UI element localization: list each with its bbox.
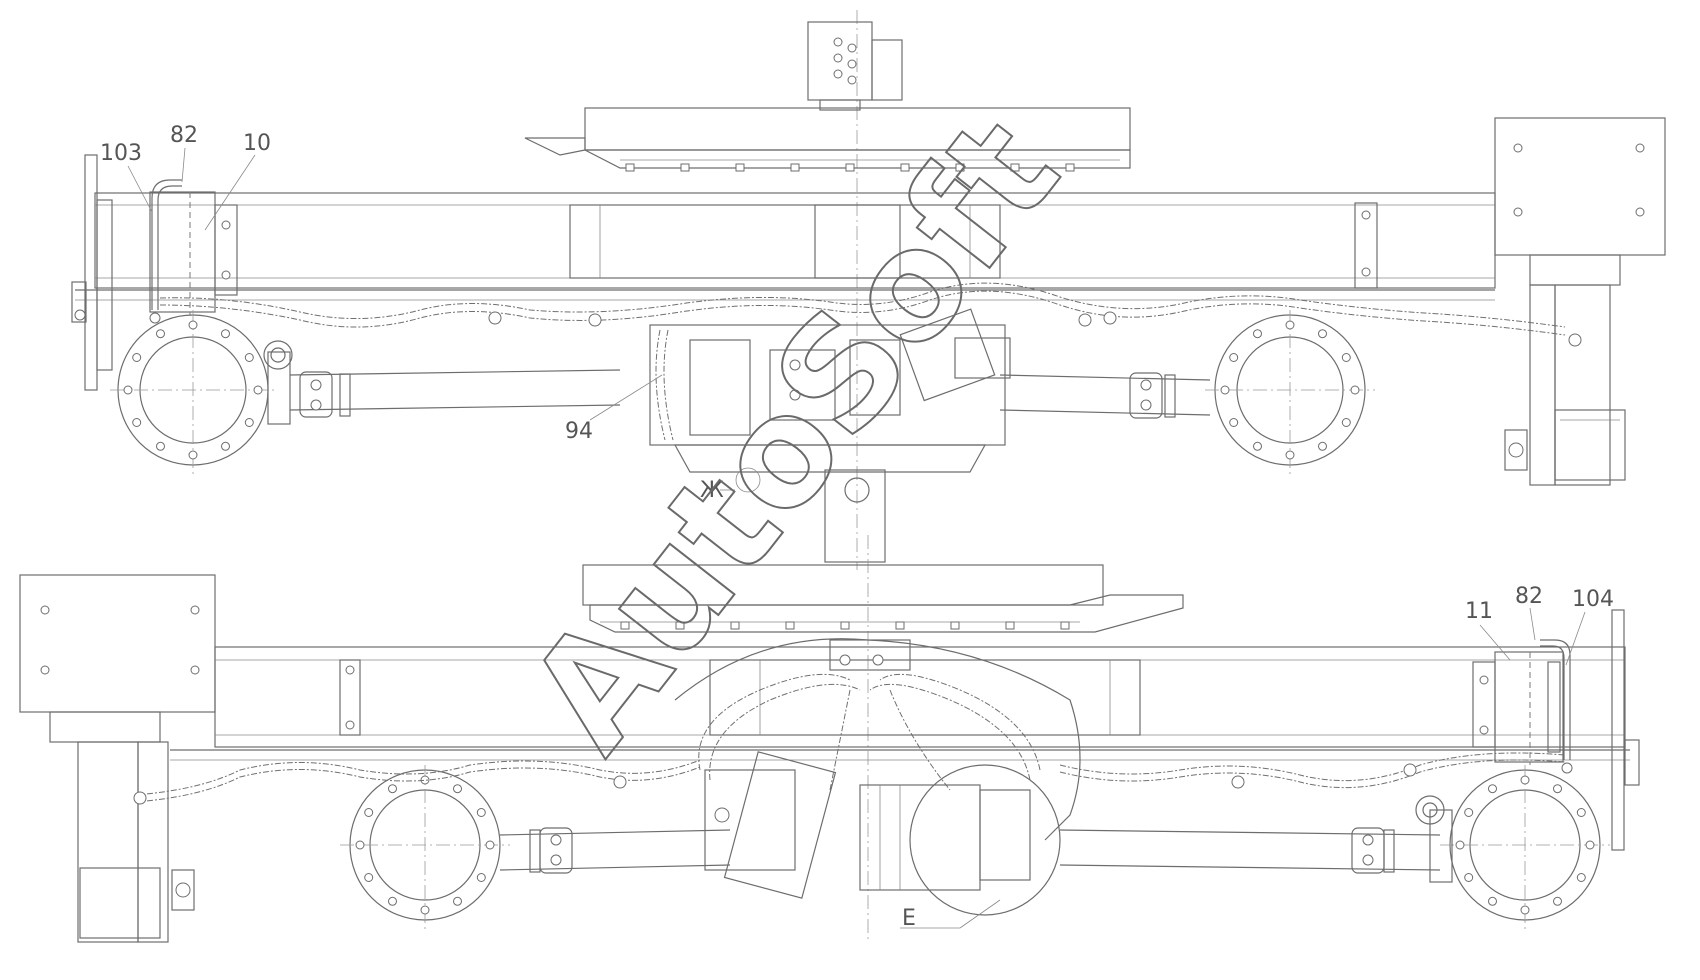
plate-bolt bbox=[845, 163, 855, 172]
plate-bolt bbox=[620, 621, 630, 630]
hub-bolt bbox=[388, 784, 397, 794]
hub-bolt bbox=[1464, 873, 1474, 882]
bottom-driveshafts bbox=[499, 827, 1441, 874]
callout-104: 104 bbox=[1572, 587, 1614, 612]
hub-bolt bbox=[1220, 385, 1230, 395]
hub-bolt bbox=[221, 329, 230, 339]
plate-bolt bbox=[680, 163, 690, 172]
top-driveshafts bbox=[289, 369, 1211, 419]
hub-bolt bbox=[1318, 329, 1327, 339]
hub-bolt bbox=[485, 840, 495, 850]
plate-bolt bbox=[785, 621, 795, 630]
top-hose-lines bbox=[159, 282, 1582, 441]
bottom-right-hub bbox=[1415, 765, 1610, 930]
top-platform bbox=[524, 107, 1131, 172]
hub-bolt bbox=[1585, 840, 1595, 850]
plate-bolt bbox=[625, 163, 635, 172]
plate-bolt bbox=[730, 621, 740, 630]
hub-bolt bbox=[156, 329, 165, 339]
view-marker-e: Е bbox=[902, 906, 916, 931]
top-left-bracket bbox=[149, 179, 238, 324]
hub-bolt bbox=[1253, 329, 1262, 339]
hub-bolt bbox=[476, 873, 486, 882]
hub-bolt bbox=[1350, 385, 1360, 395]
bottom-center-pumps bbox=[674, 638, 1081, 916]
hub-bolt bbox=[1253, 441, 1262, 451]
plate-bolt bbox=[950, 621, 960, 630]
hub-bolt bbox=[188, 450, 198, 460]
hub-bolt bbox=[1341, 353, 1351, 362]
bottom-hose-lines bbox=[133, 673, 1566, 805]
callout-82-bottom: 82 bbox=[1515, 584, 1543, 609]
top-right-hub bbox=[1205, 310, 1375, 475]
hub-bolt bbox=[253, 385, 263, 395]
plate-bolt bbox=[900, 163, 910, 172]
hub-bolt bbox=[132, 418, 142, 427]
hub-bolt bbox=[1488, 896, 1497, 906]
plate-bolt bbox=[955, 163, 965, 172]
top-frame-rail bbox=[75, 192, 1496, 301]
hub-bolt bbox=[1553, 784, 1562, 794]
hub-bolt bbox=[244, 353, 254, 362]
plate-bolt bbox=[1005, 621, 1015, 630]
plate-bolt bbox=[675, 621, 685, 630]
view-marker-zh: Ж bbox=[700, 478, 724, 503]
callout-82-top: 82 bbox=[170, 123, 198, 148]
bottom-left-hub bbox=[340, 765, 510, 930]
hub-bolt bbox=[1576, 808, 1586, 817]
hub-bolt bbox=[355, 840, 365, 850]
top-left-endplate bbox=[71, 154, 113, 391]
hub-bolt bbox=[244, 418, 254, 427]
top-left-hub bbox=[110, 310, 293, 475]
top-right-mount bbox=[1494, 117, 1666, 486]
bottom-frame-rail bbox=[170, 646, 1630, 761]
callout-103: 103 bbox=[100, 141, 142, 166]
hub-bolt bbox=[453, 896, 462, 906]
hub-bolt bbox=[1464, 808, 1474, 817]
hub-bolt bbox=[364, 808, 374, 817]
callouts: 103 82 10 94 Ж 11 82 104 Е bbox=[100, 123, 1614, 931]
plate-bolt bbox=[735, 163, 745, 172]
hub-bolt bbox=[1553, 896, 1562, 906]
plate-bolt bbox=[840, 621, 850, 630]
hub-bolt bbox=[221, 441, 230, 451]
top-center-gearbox bbox=[649, 308, 1011, 563]
hub-bolt bbox=[476, 808, 486, 817]
hub-bolt bbox=[453, 784, 462, 794]
callout-10: 10 bbox=[243, 131, 271, 156]
callout-94: 94 bbox=[565, 419, 593, 444]
hub-bolt bbox=[1520, 905, 1530, 915]
top-assembly bbox=[71, 10, 1666, 570]
hub-bolt bbox=[1455, 840, 1465, 850]
plate-bolt bbox=[790, 163, 800, 172]
hub-bolt bbox=[1341, 418, 1351, 427]
plate-bolt bbox=[895, 621, 905, 630]
plate-bolt bbox=[1060, 621, 1070, 630]
hub-bolt bbox=[420, 775, 430, 785]
plate-bolt bbox=[1065, 163, 1075, 172]
hub-bolt bbox=[1229, 418, 1239, 427]
bottom-left-mount bbox=[19, 574, 216, 943]
hub-bolt bbox=[156, 441, 165, 451]
hub-bolt bbox=[1285, 450, 1295, 460]
hub-bolt bbox=[364, 873, 374, 882]
bottom-assembly bbox=[19, 535, 1640, 943]
hub-bolt bbox=[1285, 320, 1295, 330]
hub-bolt bbox=[1318, 441, 1327, 451]
hub-bolt bbox=[123, 385, 133, 395]
hub-bolt bbox=[388, 896, 397, 906]
hub-bolt bbox=[188, 320, 198, 330]
top-mount-bracket bbox=[807, 21, 903, 111]
callout-11: 11 bbox=[1465, 599, 1493, 624]
plate-bolt bbox=[1010, 163, 1020, 172]
hub-bolt bbox=[1488, 784, 1497, 794]
hub-bolt bbox=[1520, 775, 1530, 785]
hub-bolt bbox=[420, 905, 430, 915]
hub-bolt bbox=[1229, 353, 1239, 362]
bottom-platform bbox=[582, 564, 1184, 633]
hub-bolt bbox=[132, 353, 142, 362]
hub-bolt bbox=[1576, 873, 1586, 882]
